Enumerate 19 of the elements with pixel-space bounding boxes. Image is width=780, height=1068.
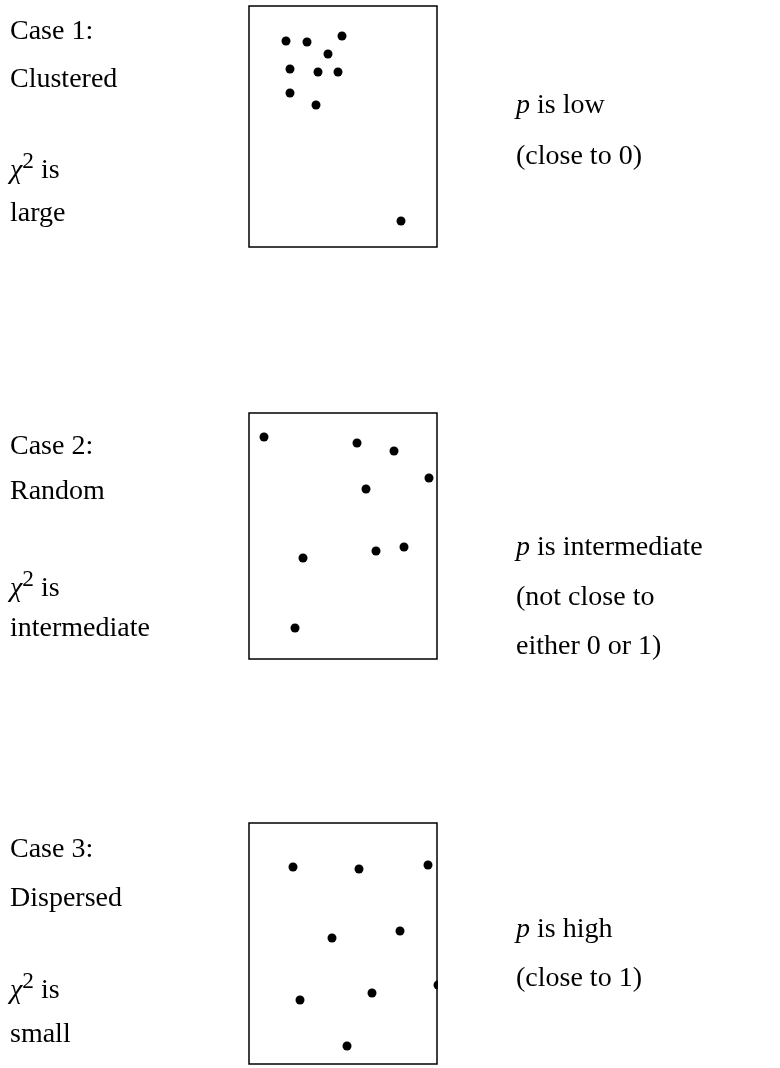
case-label: p is low	[516, 88, 605, 120]
case-label: small	[10, 1017, 71, 1049]
case-label: Clustered	[10, 62, 118, 94]
case-label: Case 3:	[10, 832, 94, 864]
case-label: large	[10, 196, 66, 228]
case-label: χ$^{2}$ is	[10, 966, 60, 1006]
case-label: (close to 1)	[516, 961, 642, 993]
case-label: either 0 or 1)	[516, 629, 662, 661]
case-label: p is intermediate	[516, 530, 703, 562]
case-label: Case 2:	[10, 429, 94, 461]
case-label: (not close to	[516, 580, 655, 612]
case-label: χ$^{2}$ is	[10, 564, 60, 604]
case-label: Case 1:	[10, 14, 94, 46]
case-label: (close to 0)	[516, 139, 642, 171]
case-label: Dispersed	[10, 881, 122, 913]
case-label: intermediate	[10, 611, 150, 643]
case-label: Random	[10, 474, 105, 506]
case-label: χ$^{2}$ is	[10, 146, 60, 186]
case-label: p is high	[516, 912, 613, 944]
